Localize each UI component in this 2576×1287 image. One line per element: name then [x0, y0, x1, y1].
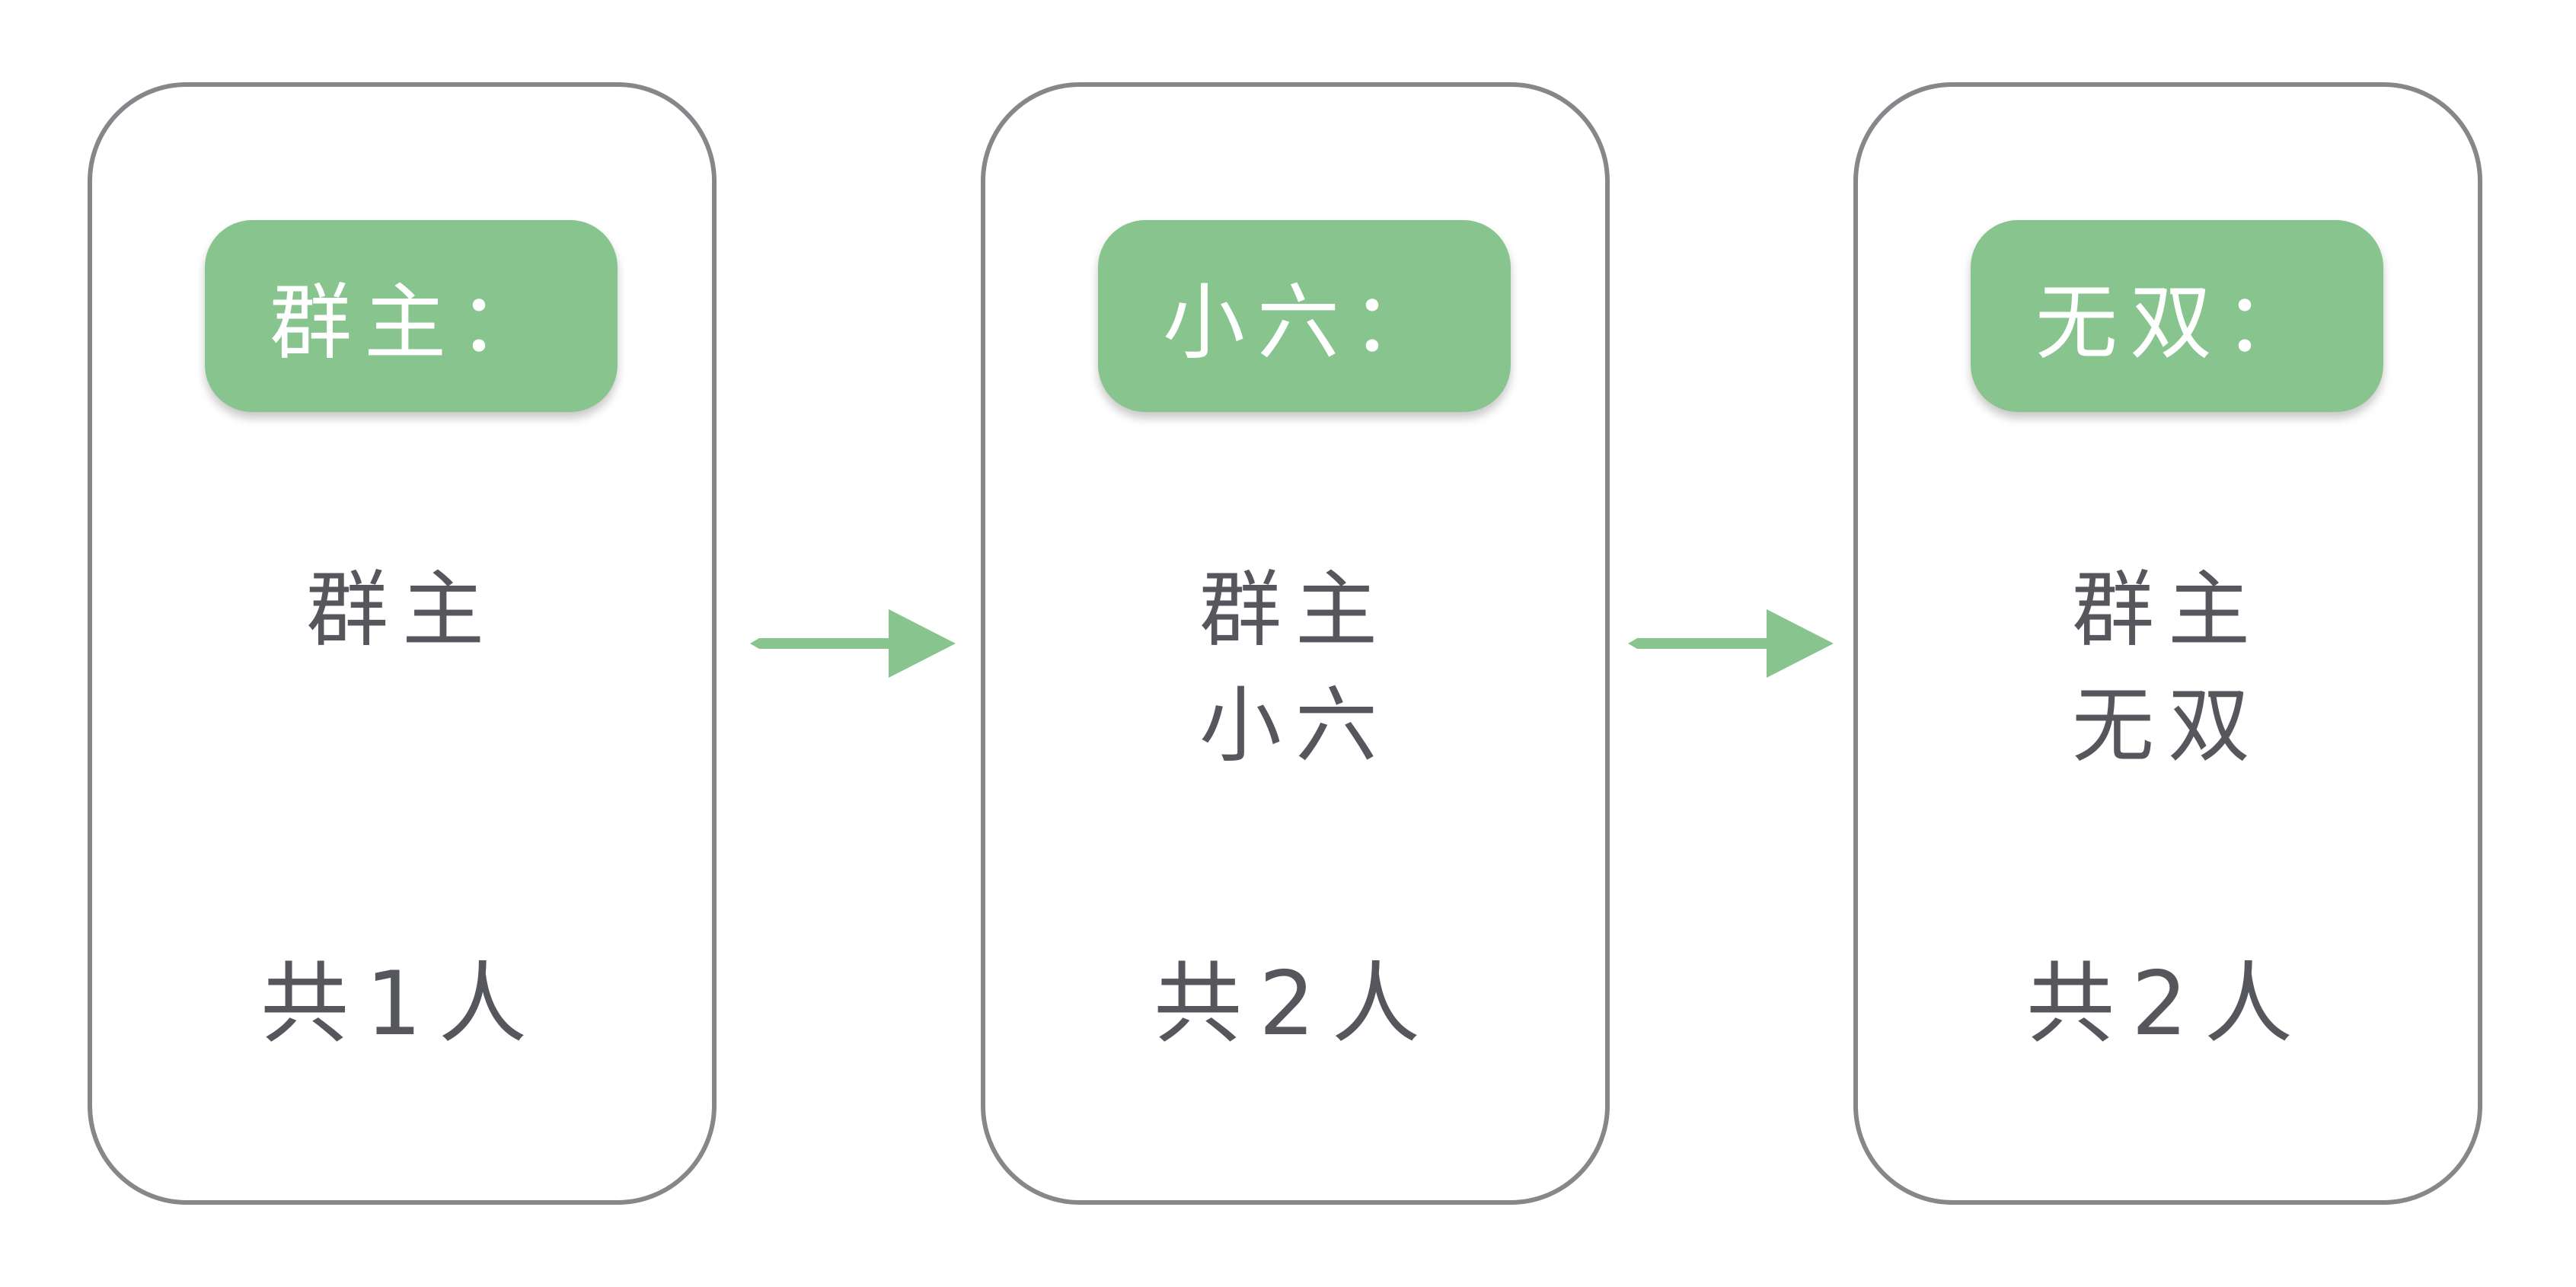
- member-list: 群主: [92, 553, 712, 669]
- member-list: 群主 小六: [985, 553, 1605, 784]
- panel-header: 群主：: [205, 220, 618, 412]
- member-name: 群主: [305, 563, 498, 658]
- member-name: 小六: [1199, 679, 1391, 774]
- arrow-right-icon: [1628, 609, 1834, 678]
- phone-frame-2: 小六： 群主 小六 共2人: [981, 82, 1610, 1205]
- member-count: 共1人: [260, 953, 544, 1055]
- member-name: 无双: [2071, 679, 2264, 774]
- member-name: 群主: [1199, 563, 1391, 658]
- arrow-right-icon: [750, 609, 956, 678]
- member-list: 群主 无双: [1858, 553, 2478, 784]
- member-name: 群主: [2071, 563, 2264, 658]
- member-count: 共2人: [1154, 953, 1437, 1055]
- panel-header: 小六：: [1098, 220, 1511, 412]
- phone-frame-1: 群主： 群主 共1人: [88, 82, 717, 1205]
- panel-header: 无双：: [1971, 220, 2383, 412]
- member-count: 共2人: [2026, 953, 2309, 1055]
- phone-frame-3: 无双： 群主 无双 共2人: [1853, 82, 2482, 1205]
